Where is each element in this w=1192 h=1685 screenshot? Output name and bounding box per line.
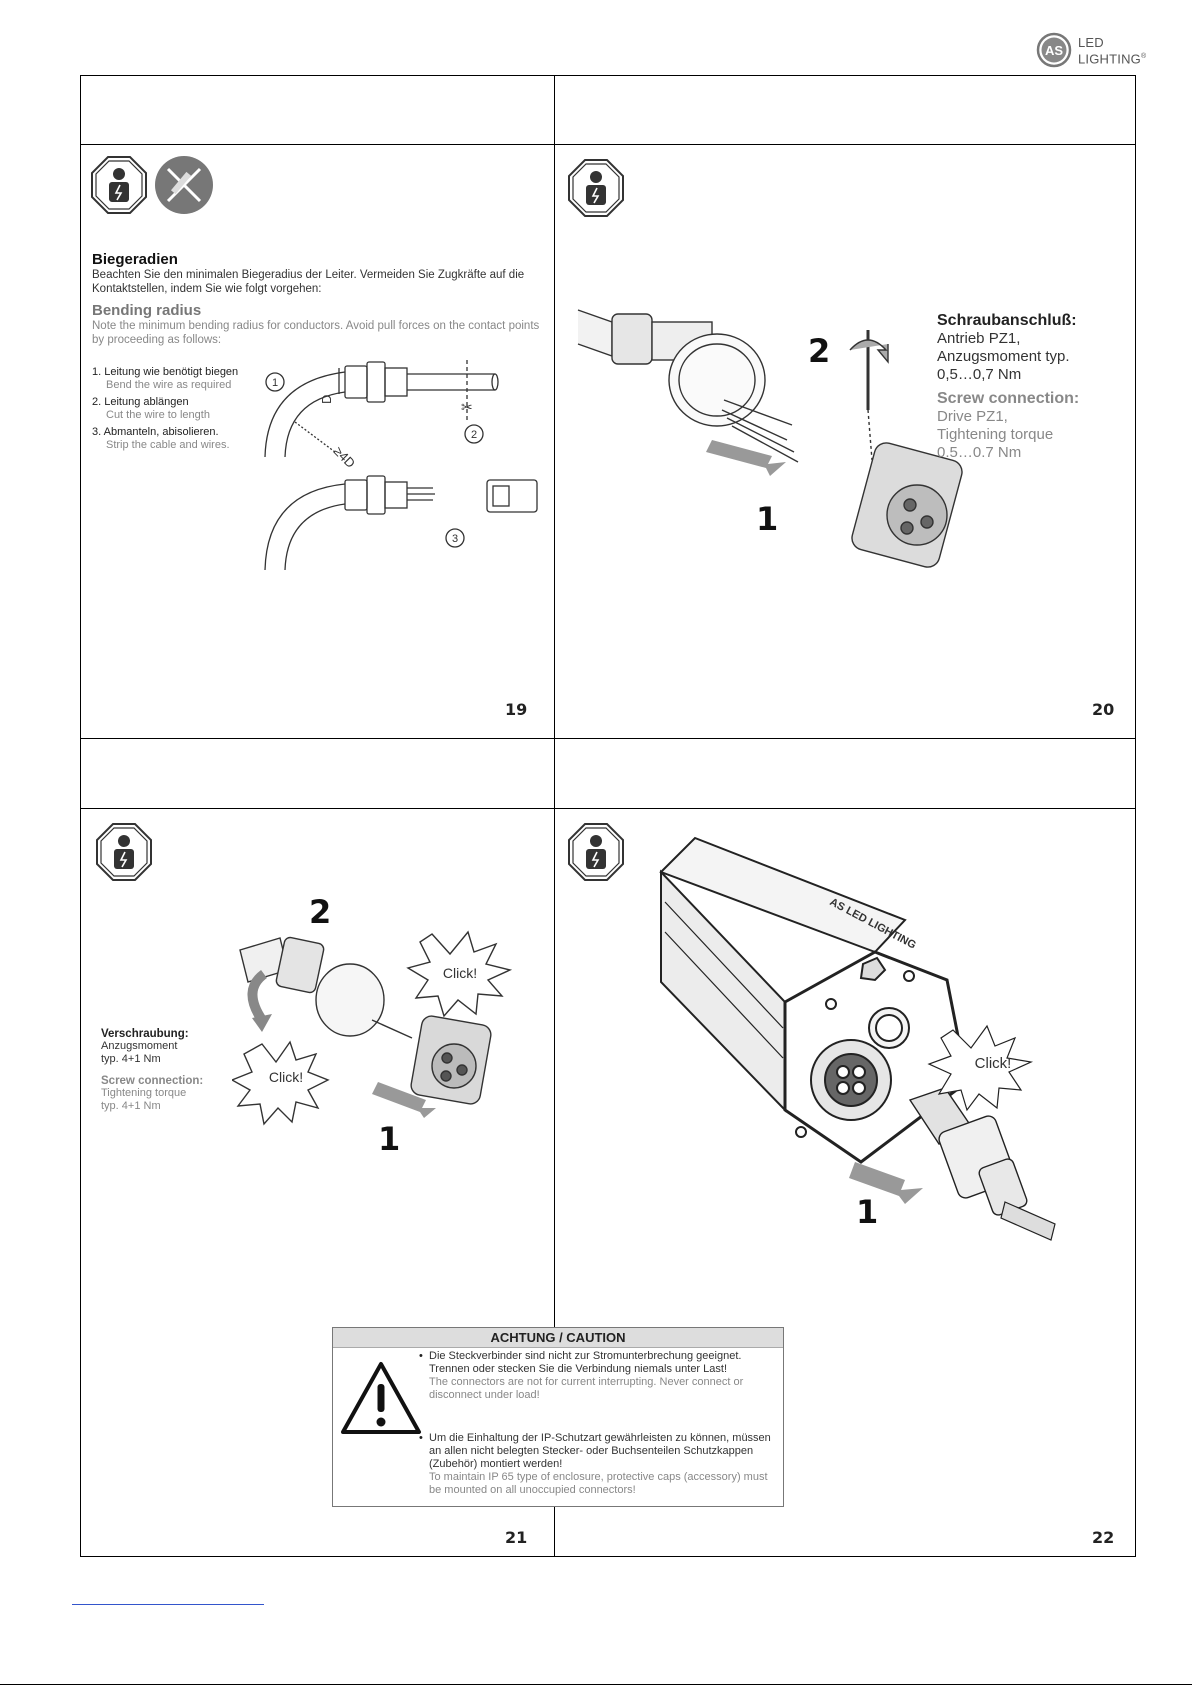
caution-item-2: • Um die Einhaltung der IP-Schutzart gew…: [419, 1432, 771, 1496]
logo-reg: ®: [1141, 53, 1147, 60]
bullet: •: [419, 1350, 423, 1362]
scissors-icon: ✂: [461, 399, 473, 415]
dimension-4d: ≥4D: [331, 444, 358, 471]
click-label-upper: Click!: [443, 965, 477, 981]
grid-left-border: [80, 75, 81, 1556]
step-number-1: 1: [378, 1120, 401, 1158]
steps-list: 1. Leitung wie benötigt biegen Bend the …: [92, 366, 262, 452]
grid-bottom-border: [80, 1556, 1136, 1557]
verschraubung-heading-en: Screw connection:: [101, 1075, 204, 1087]
luminaire-connection-illustration: AS LED LIGHTING Click!: [659, 836, 1056, 1241]
text-de: Beachten Sie den minimalen Biegeradius d…: [92, 269, 525, 295]
step-number-1: 1: [756, 500, 779, 538]
grid-center-divider-lower: [554, 1506, 555, 1556]
grid-divider-3: [80, 808, 1136, 809]
bending-radius-text: Biegeradien Beachten Sie den minimalen B…: [92, 251, 542, 347]
no-tools-icon: [155, 156, 213, 214]
page-number-22: 22: [1092, 1528, 1115, 1547]
footer-link[interactable]: [72, 1604, 264, 1605]
step-number-2: 2: [808, 332, 831, 370]
step-1: 1. Leitung wie benötigt biegen Bend the …: [92, 366, 239, 391]
caution-box: ACHTUNG / CAUTION • Die Steckverbinder s…: [332, 1327, 784, 1507]
screw-connection-illustration: [577, 309, 963, 568]
text-en: Note the minimum bending radius for cond…: [92, 320, 540, 346]
step-number-2: 2: [309, 893, 332, 931]
logo-wordmark: LED LIGHTING®: [1078, 36, 1146, 66]
logo-badge-text: AS: [1045, 43, 1063, 58]
callout-1: 1: [272, 377, 278, 389]
heading-en: Bending radius: [92, 302, 202, 319]
step-2: 2. Leitung ablängen Cut the wire to leng…: [92, 396, 210, 421]
grid-divider-1: [80, 144, 1136, 145]
electrician-icon: [568, 159, 624, 217]
grid-center-divider: [554, 75, 555, 1327]
page-number-20: 20: [1092, 700, 1115, 719]
grid-divider-2: [80, 738, 1136, 739]
heading-de: Biegeradien: [92, 251, 178, 268]
electrician-icon: [568, 823, 624, 881]
verschraubung-spec: Verschraubung: Anzugsmoment typ. 4+1 Nm …: [101, 1028, 231, 1113]
caution-item-1: • Die Steckverbinder sind nicht zur Stro…: [419, 1350, 744, 1401]
step-number-1: 1: [856, 1193, 879, 1231]
callout-3: 3: [452, 533, 458, 545]
screw-heading-de: Schraubanschluß:: [937, 312, 1077, 329]
dimension-d: D: [319, 395, 334, 404]
click-connection-illustration: Click! Click!: [232, 930, 513, 1126]
screw-heading-en: Screw connection:: [937, 390, 1080, 407]
grid-right-border: [1135, 75, 1136, 1556]
company-logo: AS LED LIGHTING®: [1036, 32, 1156, 72]
page-number-21: 21: [505, 1528, 528, 1547]
electrician-icon: [91, 156, 213, 214]
page-number-19: 19: [505, 700, 528, 719]
click-label: Click!: [975, 1055, 1012, 1072]
screw-spec-block: Schraubanschluß: Antrieb PZ1, Anzugsmome…: [937, 312, 1127, 462]
bullet: •: [419, 1432, 423, 1444]
verschraubung-heading-de: Verschraubung:: [101, 1028, 189, 1040]
caution-title: ACHTUNG / CAUTION: [333, 1328, 783, 1348]
grid-top-border: [80, 75, 1136, 76]
callout-2: 2: [471, 429, 477, 441]
logo-line1: LED: [1078, 35, 1104, 50]
warning-icon: [341, 1362, 421, 1434]
logo-line2: LIGHTING: [1078, 51, 1141, 67]
click-label-lower: Click!: [269, 1069, 303, 1085]
bending-diagram: 1 2 3 D ≥4D ✂: [264, 360, 538, 571]
electrician-icon: [96, 823, 152, 881]
logo-badge-icon: AS: [1036, 32, 1072, 68]
step-3: 3. Abmanteln, abisolieren. Strip the cab…: [92, 426, 230, 451]
